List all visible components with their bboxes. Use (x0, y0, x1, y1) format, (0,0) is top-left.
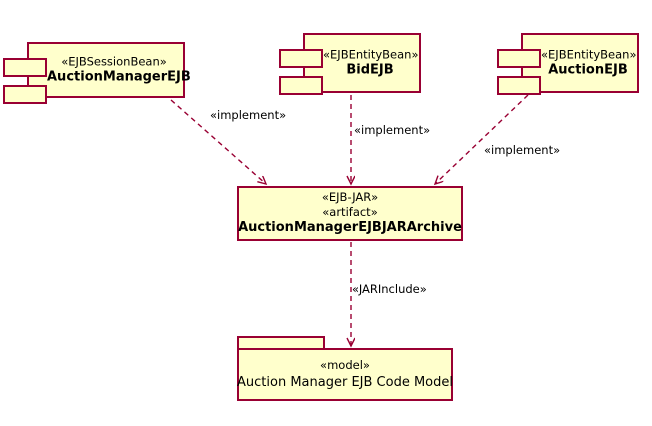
component-name: BidEJB (346, 62, 394, 78)
component-label-group: «EJBEntityBean» BidEJB (305, 47, 419, 78)
component-auction-manager-ejb[interactable]: «EJBSessionBean» AuctionManagerEJB (3, 42, 191, 104)
edge-label-jar-include: «JARInclude» (352, 282, 427, 296)
component-bid-ejb[interactable]: «EJBEntityBean» BidEJB (279, 33, 421, 95)
package-tab (237, 336, 325, 350)
component-port-bottom (3, 85, 47, 104)
component-port-top (3, 58, 47, 77)
artifact-name: AuctionManagerEJBJARArchive (238, 219, 462, 235)
edge-label-bid-implement: «implement» (354, 123, 431, 137)
component-port-bottom (279, 76, 323, 95)
component-port-bottom (497, 76, 541, 95)
package-stereotype: «model» (320, 358, 370, 373)
component-stereotype: «EJBEntityBean» (323, 47, 419, 62)
package-name: Auction Manager EJB Code Model (237, 374, 453, 390)
component-auction-ejb[interactable]: «EJBEntityBean» AuctionEJB (497, 33, 639, 95)
connector-auction-implement (435, 94, 529, 184)
component-stereotype: «EJBEntityBean» (541, 47, 637, 62)
component-name: AuctionManagerEJB (47, 69, 191, 85)
component-stereotype: «EJBSessionBean» (61, 54, 167, 69)
component-label-group: «EJBSessionBean» AuctionManagerEJB (29, 54, 191, 85)
component-name: AuctionEJB (548, 62, 628, 78)
component-port-top (497, 49, 541, 68)
package-body: «model» Auction Manager EJB Code Model (237, 348, 453, 401)
edge-label-auction-manager-implement: «implement» (210, 108, 287, 122)
component-label-group: «EJBEntityBean» AuctionEJB (523, 47, 637, 78)
package-auction-manager-ejb-code-model[interactable]: «model» Auction Manager EJB Code Model (237, 336, 453, 401)
component-port-top (279, 49, 323, 68)
edge-label-auction-implement: «implement» (484, 143, 561, 157)
artifact-stereotype-artifact: «artifact» (322, 205, 378, 220)
artifact-auction-manager-ejb-jar-archive[interactable]: «EJB-JAR» «artifact» AuctionManagerEJBJA… (237, 186, 463, 241)
artifact-stereotype-ejb-jar: «EJB-JAR» (321, 190, 379, 205)
